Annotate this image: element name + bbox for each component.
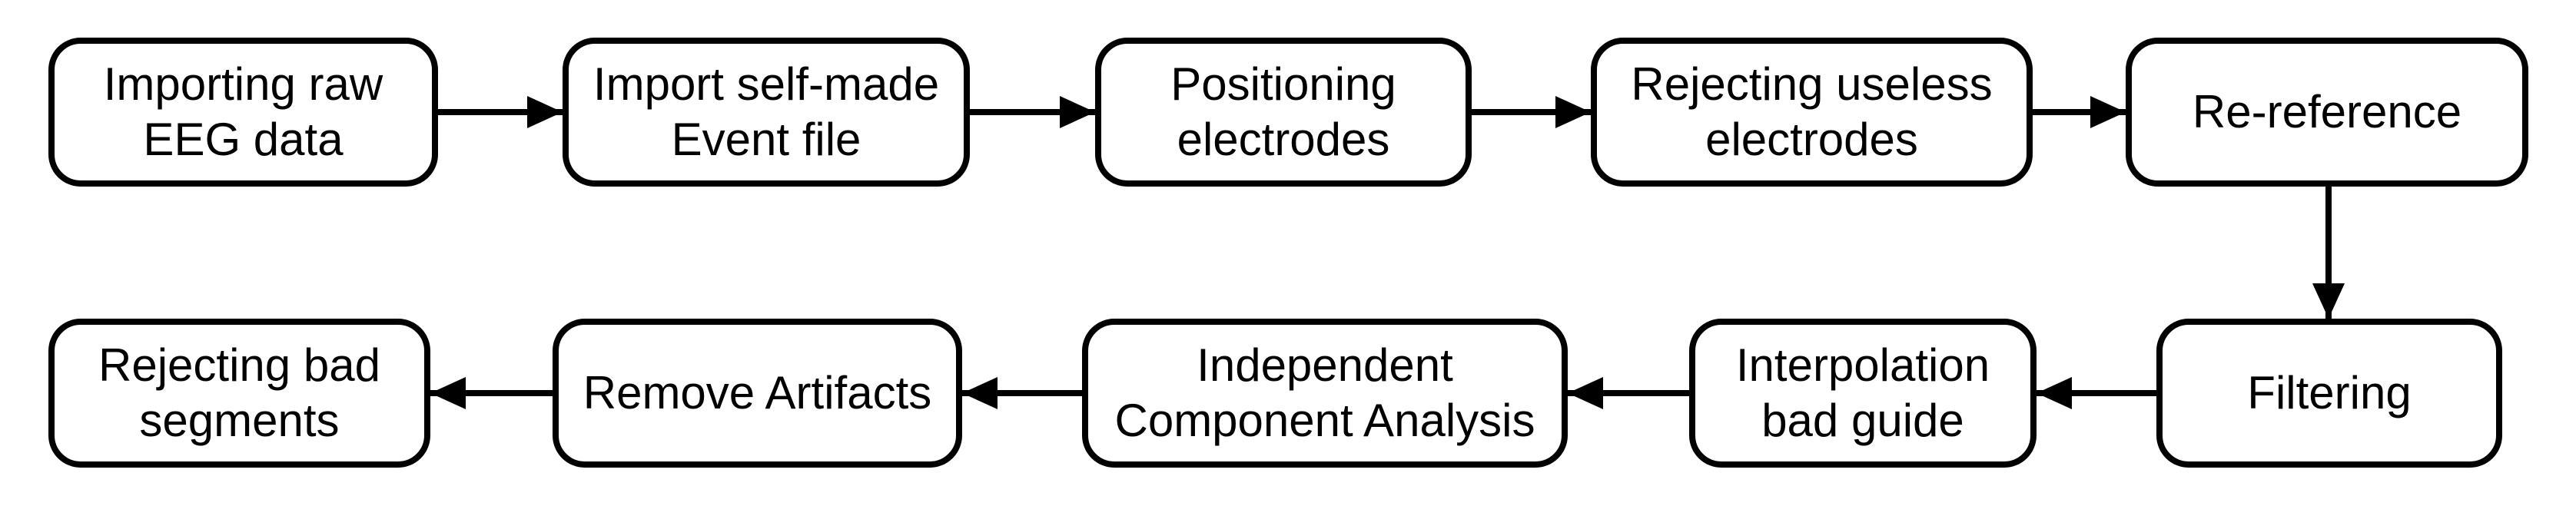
node-filtering: Filtering (2156, 319, 2502, 468)
node-importing-raw-eeg-data: Importing raw EEG data (48, 38, 438, 187)
node-label: Remove Artifacts (583, 367, 932, 418)
node-remove-artifacts: Remove Artifacts (553, 319, 962, 468)
node-rejecting-bad-segments: Rejecting bad segments (48, 319, 430, 468)
node-label: Independent Component Analysis (1114, 339, 1535, 446)
node-label: Filtering (2247, 367, 2412, 418)
node-rejecting-useless-electrodes: Rejecting useless electrodes (1591, 38, 2033, 187)
node-positioning-electrodes: Positioning electrodes (1095, 38, 1472, 187)
node-label: Rejecting bad segments (98, 339, 380, 446)
node-label: Re-reference (2192, 86, 2462, 137)
node-interpolation-bad-guide: Interpolation bad guide (1689, 319, 2037, 468)
node-re-reference: Re-reference (2126, 38, 2528, 187)
node-label: Import self-made Event file (593, 58, 940, 165)
node-import-self-made-event-file: Import self-made Event file (563, 38, 970, 187)
node-independent-component-analysis: Independent Component Analysis (1082, 319, 1568, 468)
node-label: Rejecting useless electrodes (1631, 58, 1993, 165)
node-label: Importing raw EEG data (103, 58, 383, 165)
node-label: Positioning electrodes (1170, 58, 1396, 165)
node-label: Interpolation bad guide (1735, 339, 1990, 446)
